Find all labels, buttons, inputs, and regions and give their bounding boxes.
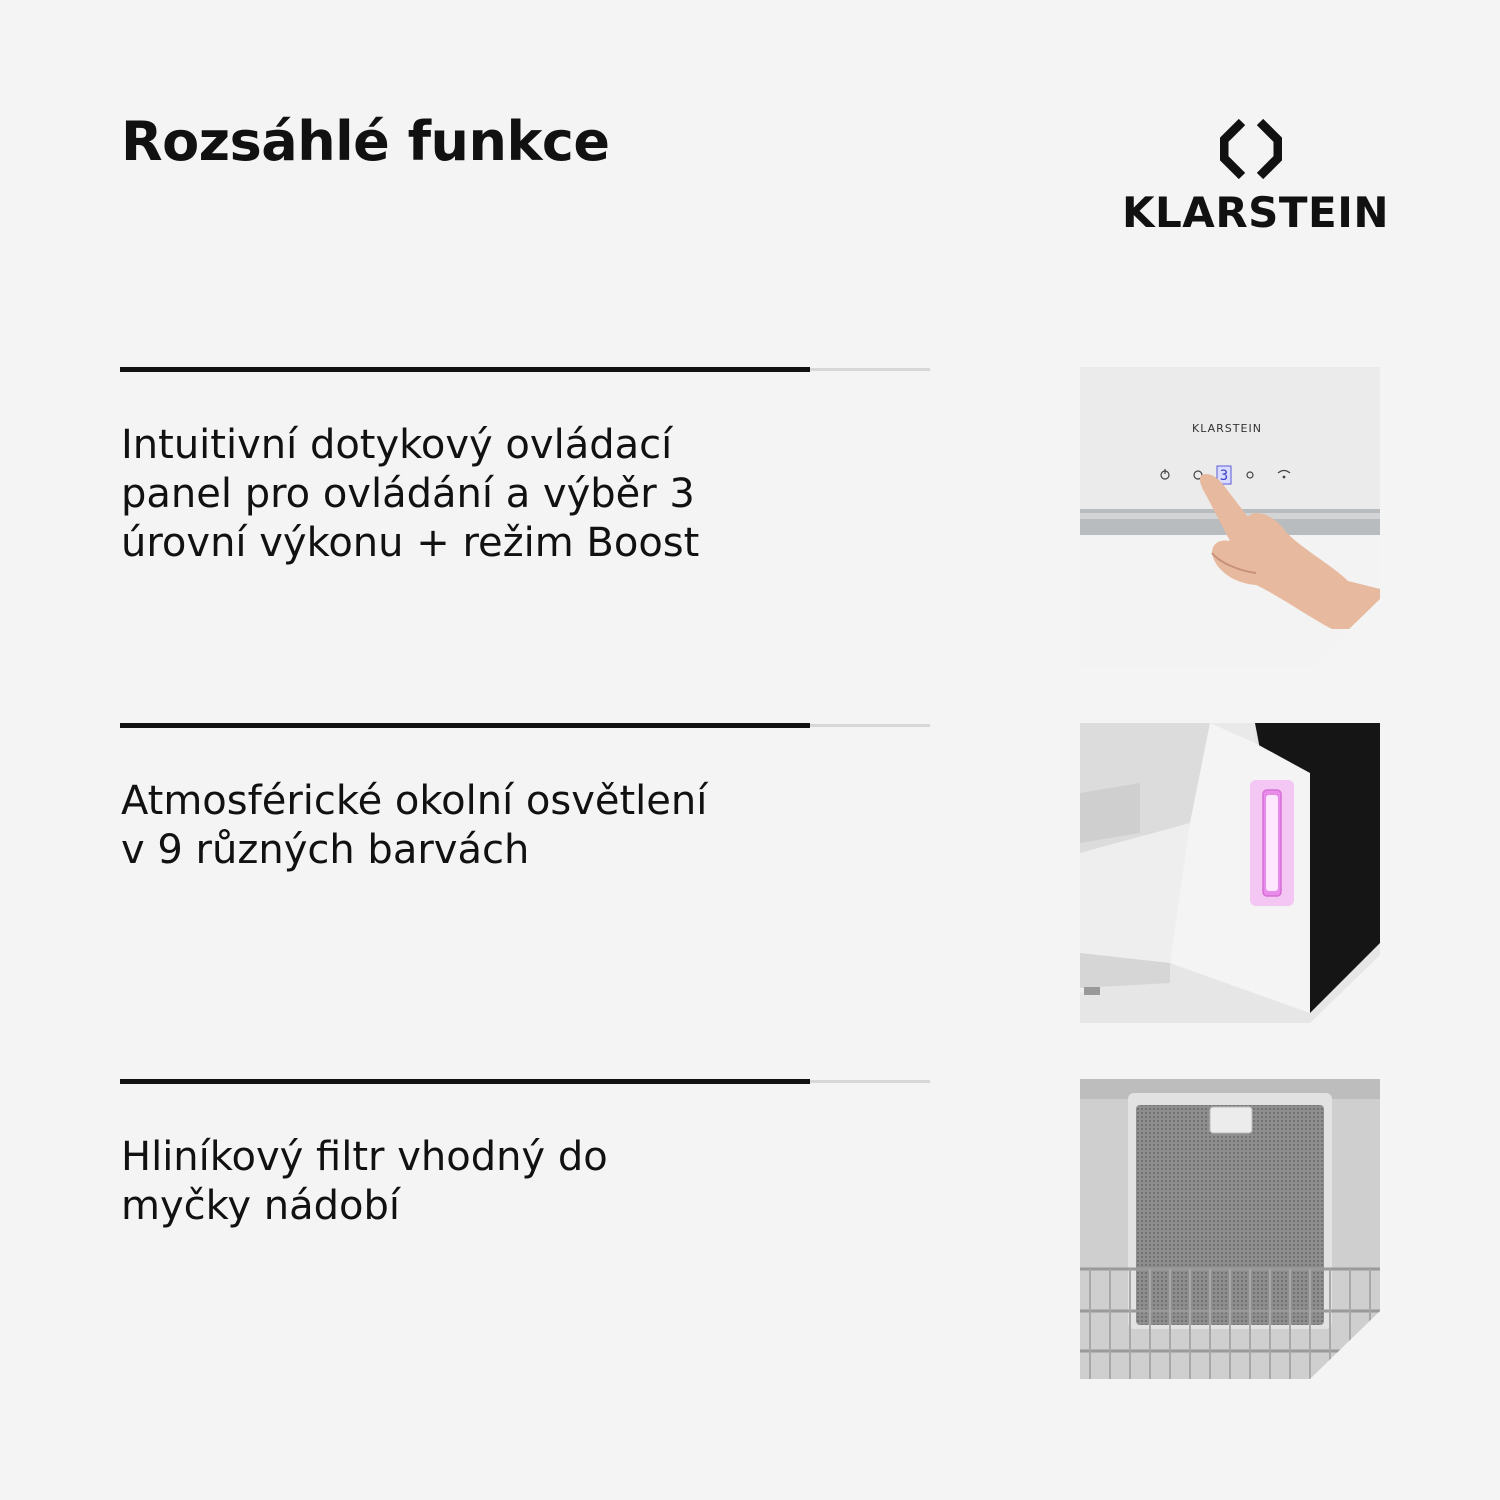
divider-dark [120, 1079, 810, 1084]
panel-brand: KLARSTEIN [1192, 422, 1262, 435]
power-icon [1160, 469, 1170, 480]
section-divider [120, 1079, 930, 1084]
feature-text-touch-panel: Intuitivní dotykový ovládací panel pro o… [121, 422, 700, 566]
wifi-icon [1277, 469, 1291, 479]
light-icon [1246, 471, 1254, 479]
divider-light [810, 724, 930, 727]
brand-logo: KLARSTEIN [1122, 118, 1390, 243]
klarstein-logo-icon [1220, 118, 1282, 180]
feature-text-aluminium-filter: Hliníkový filtr vhodný do myčky nádobí [121, 1134, 608, 1229]
divider-dark [120, 367, 810, 372]
divider-dark [120, 723, 810, 728]
display-digit: 3 [1220, 468, 1228, 484]
feature-image-ambient-light [1080, 723, 1380, 1023]
brand-name: KLARSTEIN [1122, 188, 1390, 237]
divider-light [810, 368, 930, 371]
section-divider [120, 367, 930, 372]
page-title: Rozsáhlé funkce [121, 110, 610, 173]
feature-text-ambient-light: Atmosférické okolní osvětlení v 9 různýc… [121, 778, 708, 873]
divider-light [810, 1080, 930, 1083]
feature-image-aluminium-filter [1080, 1079, 1380, 1379]
feature-image-touch-panel: KLARSTEIN 3 [1080, 367, 1380, 667]
section-divider [120, 723, 930, 728]
